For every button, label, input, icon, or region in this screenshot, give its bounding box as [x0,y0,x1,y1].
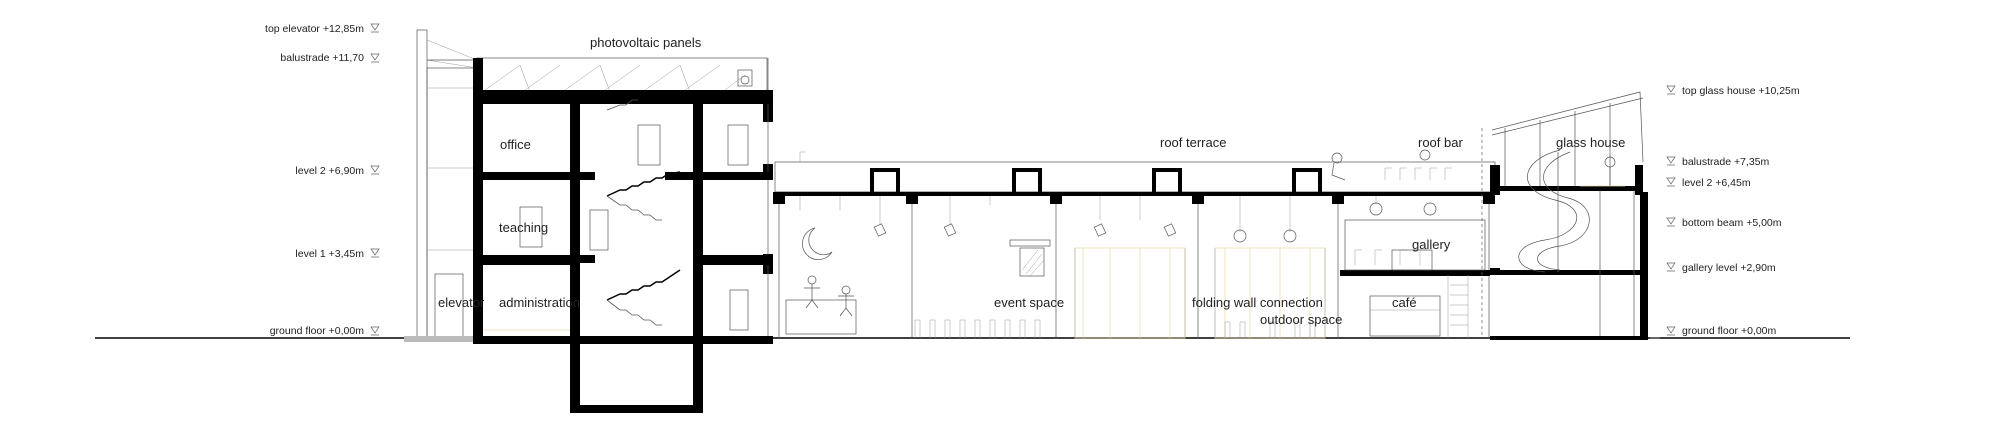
cafe-gallery-block [1331,149,1490,338]
label-roof-bar: roof bar [1418,135,1463,150]
label-photovoltaic-panels: photovoltaic panels [590,35,702,50]
label-gallery-level: gallery level +2,90m [1682,262,1776,274]
elevator-shaft [404,29,478,342]
glass-house [1481,91,1648,340]
label-folding-wall-connection: folding wall connection [1192,295,1323,310]
label-event-space: event space [994,295,1064,310]
label-ground-left: ground floor +0,00m [270,325,365,337]
label-glass-house: glass house [1556,135,1625,150]
label-level2-right: level 2 +6,45m [1682,177,1751,189]
label-top-elevator: top elevator +12,85m [265,23,364,35]
label-cafe: café [1392,295,1417,310]
label-outdoor-space: outdoor space [1260,312,1342,327]
moon-decoration-icon [802,227,833,261]
label-roof-terrace: roof terrace [1160,135,1226,150]
label-elevator: elevator [438,295,485,310]
label-administration: administration [499,295,580,310]
label-top-glass-house: top glass house +10,25m [1682,85,1800,97]
level-markers [370,23,1676,339]
label-balustrade-left: balustrade +11,70 [280,52,364,64]
label-balustrade-right: balustrade +7,35m [1682,156,1770,168]
label-level1-left: level 1 +3,45m [295,248,364,260]
label-gallery: gallery [1412,237,1451,252]
label-office: office [500,137,531,152]
main-hall [773,151,1496,339]
label-bottom-beam: bottom beam +5,00m [1682,217,1782,229]
left-tower [473,57,773,413]
label-level2-left: level 2 +6,90m [295,165,364,177]
label-teaching: teaching [499,220,548,235]
label-ground-right: ground floor +0,00m [1682,325,1777,337]
